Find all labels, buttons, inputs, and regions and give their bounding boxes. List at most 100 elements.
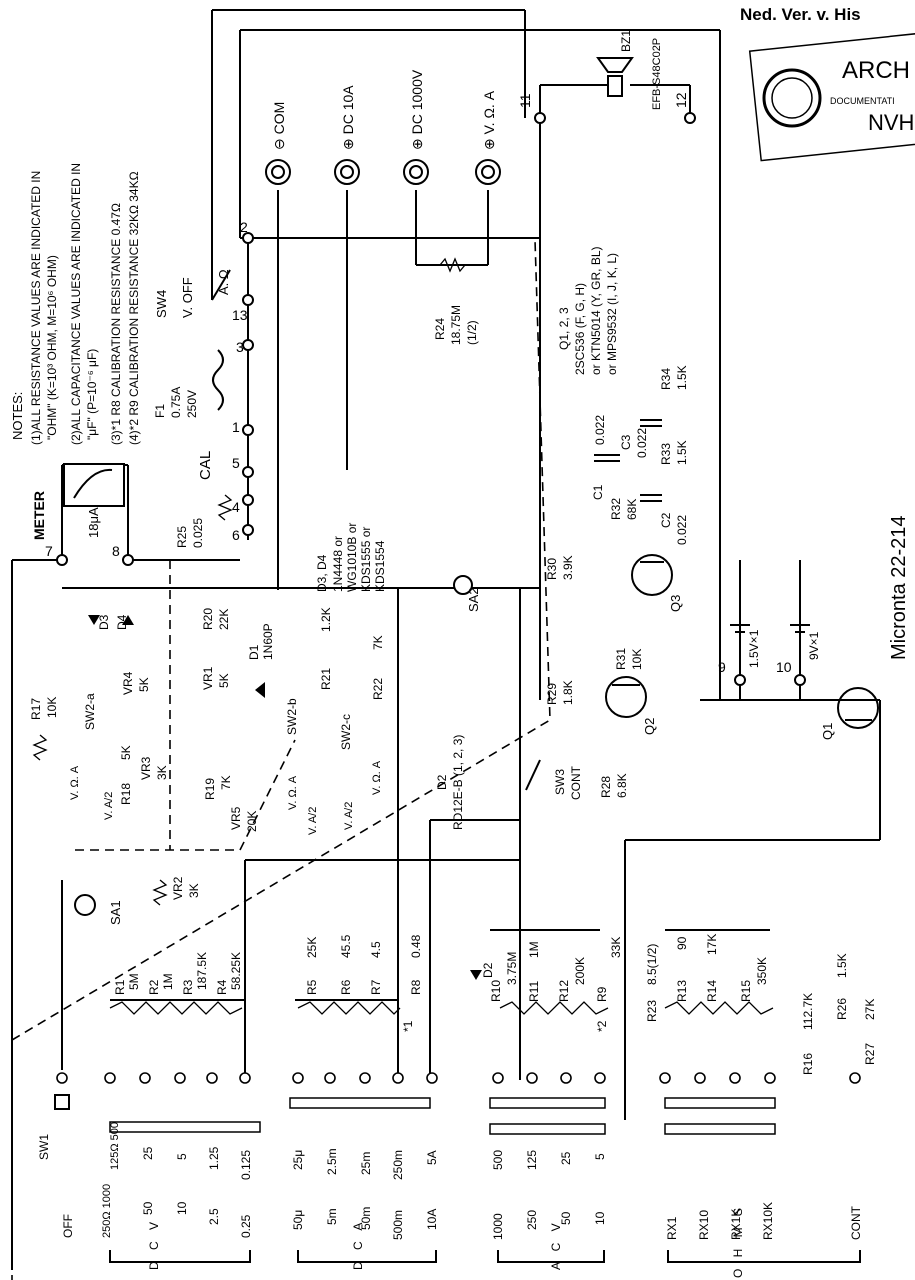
node-13: 13 <box>232 307 248 323</box>
svg-text:10A: 10A <box>425 1209 439 1230</box>
svg-text:1.25: 1.25 <box>207 1146 221 1170</box>
svg-text:4.5: 4.5 <box>369 941 383 958</box>
archive-header: Ned. Ver. v. His <box>740 5 861 24</box>
svg-text:10K: 10K <box>45 697 59 718</box>
svg-text:R11: R11 <box>527 981 541 1002</box>
range-labels-acv: 1000 250 50 10 500 125 25 5 A C V <box>491 1150 607 1270</box>
vr4: VR4 5K <box>121 671 151 695</box>
svg-text:0.022: 0.022 <box>635 428 649 458</box>
svg-text:R26: R26 <box>835 998 849 1020</box>
surge-absorber-sa2: SA2 <box>453 575 481 612</box>
svg-text:3.9K: 3.9K <box>561 555 575 580</box>
terminal-dc-10a: ⊕ DC 10A <box>334 85 360 185</box>
svg-text:Q3: Q3 <box>668 595 683 612</box>
svg-text:5: 5 <box>593 1153 607 1160</box>
resistor-bank-dca: R5 25K R6 45.5 R7 4.5 R8 0.48 *1 <box>297 934 423 1032</box>
vr2: VR2 3K <box>152 876 201 906</box>
svg-text:0.25: 0.25 <box>239 1214 253 1238</box>
svg-text:RD12E-B (1, 2, 3): RD12E-B (1, 2, 3) <box>451 735 465 830</box>
svg-text:SW2-a: SW2-a <box>83 693 97 730</box>
transistor-q2: Q2 <box>605 676 657 735</box>
svg-text:1.8K: 1.8K <box>561 680 575 705</box>
model-label: Micronta 22-214 <box>888 515 910 660</box>
svg-text:0.022: 0.022 <box>593 415 607 445</box>
svg-text:5K: 5K <box>217 673 231 688</box>
stamp-sub: DOCUMENTATI <box>830 96 895 106</box>
svg-text:R18: R18 <box>119 783 133 805</box>
svg-text:or MPS9532 (I, J, K, L): or MPS9532 (I, J, K, L) <box>605 253 619 375</box>
node-9: 9 <box>718 659 726 675</box>
svg-text:SW2-c: SW2-c <box>339 714 353 750</box>
svg-text:1.2K: 1.2K <box>319 607 333 632</box>
svg-text:0.022: 0.022 <box>675 515 689 545</box>
meter-value: 18μA <box>86 507 101 538</box>
node-7: 7 <box>45 543 53 559</box>
node-12: 12 <box>673 92 689 108</box>
svg-text:1.5K: 1.5K <box>675 440 689 465</box>
svg-text:D3: D3 <box>97 614 111 630</box>
svg-text:R32: R32 <box>609 498 623 520</box>
svg-text:R14: R14 <box>705 980 719 1002</box>
svg-text:1.5K: 1.5K <box>835 953 849 978</box>
svg-text:125Ω 500: 125Ω 500 <box>109 1122 121 1170</box>
svg-text:(1/2): (1/2) <box>465 320 479 345</box>
svg-text:SA1: SA1 <box>108 900 123 925</box>
diode-d3-d4-note: D3, D4 1N4448 or WG1010B or KDS1555 or K… <box>315 523 387 592</box>
range-taps <box>56 1072 861 1084</box>
svg-text:22K: 22K <box>217 609 231 630</box>
resistor-r22: R22 7K <box>371 635 385 700</box>
svg-text:1.5V×1: 1.5V×1 <box>747 629 761 668</box>
svg-text:125: 125 <box>525 1150 539 1170</box>
svg-text:VR5: VR5 <box>229 806 243 830</box>
svg-text:1N60P: 1N60P <box>261 623 275 660</box>
svg-text:C3: C3 <box>619 434 633 450</box>
svg-text:R22: R22 <box>371 678 385 700</box>
svg-text:6.8K: 6.8K <box>615 773 629 798</box>
surge-absorber-sa1: SA1 <box>74 894 123 925</box>
svg-text:500m: 500m <box>391 1210 405 1240</box>
node-2: 2 <box>240 219 248 235</box>
svg-text:0.025: 0.025 <box>191 518 205 548</box>
group-brackets <box>109 1250 861 1263</box>
svg-text:10: 10 <box>593 1211 607 1225</box>
capacitor-c3: C3 0.022 <box>619 419 662 458</box>
fuse-f1: F1 0.75A 250V <box>153 349 224 418</box>
svg-text:25: 25 <box>141 1146 155 1160</box>
note-line: "OHM" (K=10³ OHM, M=10⁶ OHM) <box>45 255 59 440</box>
svg-text:33K: 33K <box>609 937 623 958</box>
battery-9v: 9V×1 <box>790 624 821 660</box>
resistor-r18: R18 5K <box>119 745 133 805</box>
terminal-v-ohm-a: ⊕ V. Ω. A <box>475 90 501 185</box>
svg-text:V. A/2: V. A/2 <box>103 792 115 820</box>
switch-sw3: SW3 CONT <box>525 759 583 800</box>
svg-text:R21: R21 <box>319 668 333 690</box>
svg-text:VR1: VR1 <box>201 666 215 690</box>
svg-text:SW3: SW3 <box>553 769 567 795</box>
svg-text:KDS1555 or: KDS1555 or <box>359 527 373 592</box>
svg-text:VR3: VR3 <box>139 756 153 780</box>
resistor-r17: R17 10K <box>29 697 59 761</box>
svg-text:OFF: OFF <box>61 1214 75 1238</box>
svg-text:*1: *1 <box>401 1020 415 1032</box>
node-10: 10 <box>776 659 792 675</box>
notes-title: NOTES: <box>10 392 25 440</box>
svg-text:R3: R3 <box>181 979 195 995</box>
svg-text:350K: 350K <box>755 957 769 985</box>
resistor-r28: R28 6.8K <box>599 773 629 798</box>
svg-text:RX1K: RX1K <box>729 1209 743 1240</box>
svg-text:A C V: A C V <box>549 1219 563 1270</box>
svg-text:1M: 1M <box>527 941 541 958</box>
wiring <box>11 9 881 1280</box>
meter: METER 18μA <box>31 463 125 540</box>
note-line: (1)ALL RESISTANCE VALUES ARE INDICATED I… <box>29 171 43 445</box>
svg-text:C2: C2 <box>659 512 673 528</box>
svg-text:3K: 3K <box>187 883 201 898</box>
svg-text:45.5: 45.5 <box>339 934 353 958</box>
svg-text:50: 50 <box>141 1201 155 1215</box>
svg-text:25μ: 25μ <box>291 1150 305 1170</box>
node-5: 5 <box>232 455 240 471</box>
svg-text:50μ: 50μ <box>291 1210 305 1230</box>
svg-text:SW2-b: SW2-b <box>285 698 299 735</box>
note-line: "μF" (P=10⁻⁶ μF) <box>85 349 99 440</box>
svg-text:R34: R34 <box>659 368 673 390</box>
